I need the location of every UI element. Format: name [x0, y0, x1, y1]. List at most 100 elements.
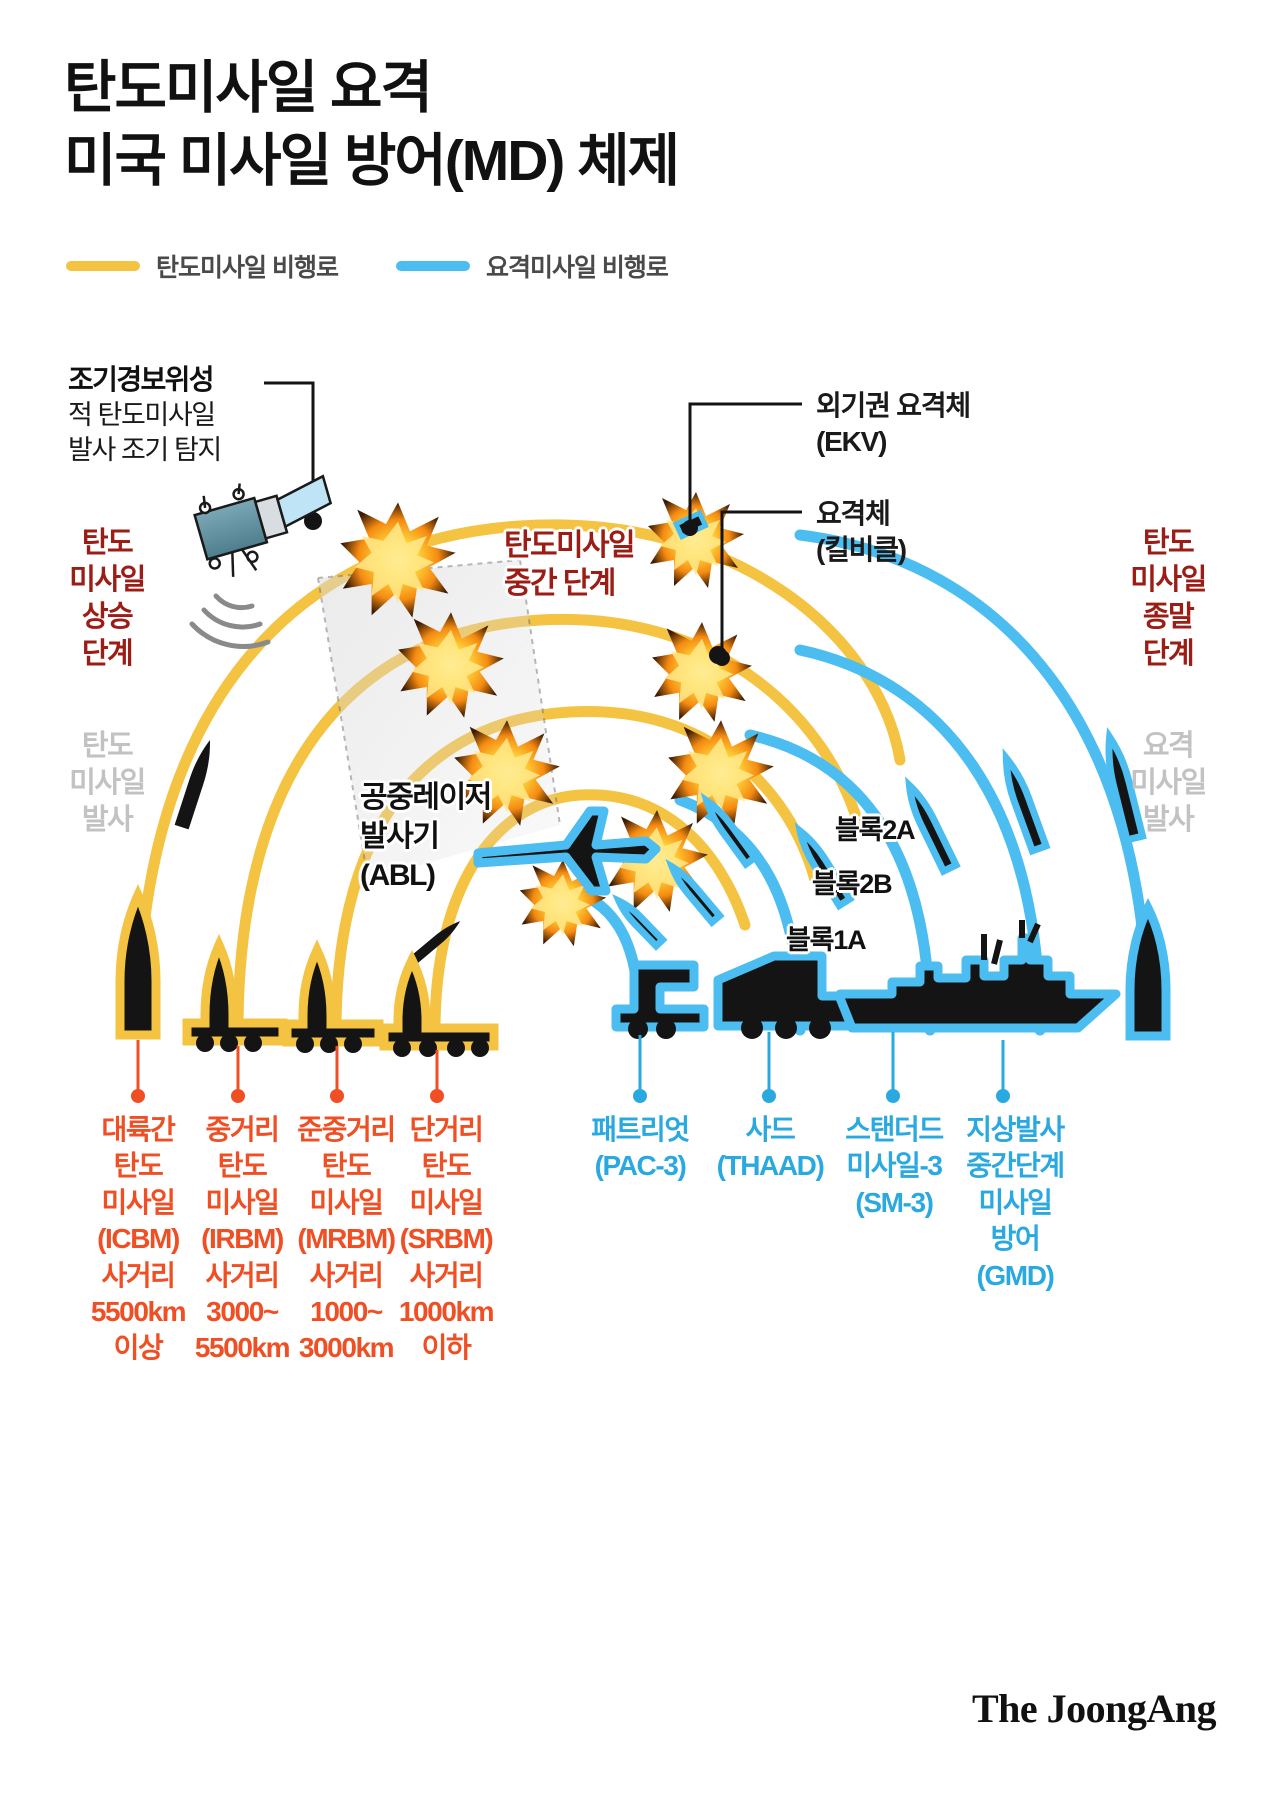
bottom-label-icbm: 대륙간 탄도 미사일 (ICBM) 사거리 5500km 이상: [62, 1112, 214, 1367]
sm3-line-3: (SM-3): [855, 1186, 934, 1218]
thaad-line-2: (THAAD): [716, 1150, 825, 1182]
irbm-line-2: 탄도: [217, 1150, 268, 1182]
intercept-launch-line-1: 요격: [1142, 730, 1195, 762]
explosion-icon: [652, 622, 752, 722]
legend-label-interceptor: 요격미사일 비행로: [485, 254, 669, 282]
callout-kill-vehicle-line-1: 요격체: [816, 498, 891, 529]
mrbm-line-7: 3000km: [298, 1332, 395, 1364]
irbm-line-1: 중거리: [205, 1114, 279, 1145]
stage-label-midcourse: 탄도미사일 중간 단계: [504, 527, 636, 603]
interceptor-leader-lines: [633, 1032, 1010, 1103]
stage-boost-line-2: 미사일: [69, 564, 146, 597]
thaad-line-1: 사드: [745, 1114, 796, 1145]
stage-label-interceptor-launch: 요격 미사일 발사: [1108, 728, 1228, 839]
bottom-label-irbm: 중거리 탄도 미사일 (IRBM) 사거리 3000~ 5500km: [166, 1112, 318, 1367]
ground-ballistic-launchers: [115, 884, 499, 1057]
icbm-line-3: 미사일: [101, 1186, 175, 1218]
legend: 탄도미사일 비행로 요격미사일 비행로: [66, 248, 669, 284]
interceptor-icon: [668, 863, 720, 922]
callout-abl-line-1: 공중레이저: [360, 781, 492, 814]
stage-label-ballistic-launch: 탄도 미사일 발사: [52, 728, 162, 839]
srbm-line-5: 사거리: [409, 1259, 483, 1291]
interceptor-icon: [703, 798, 755, 863]
explosion-icon: [648, 492, 744, 588]
bottom-label-mrbm: 준중거리 탄도 미사일 (MRBM) 사거리 1000~ 3000km: [266, 1112, 426, 1367]
stage-terminal-line-1: 탄도: [1142, 527, 1195, 559]
aegis-destroyer-icon: [835, 920, 1121, 1033]
bottom-label-sm3: 스탠더드 미사일-3 (SM-3): [804, 1112, 984, 1221]
bottom-label-thaad: 사드 (THAAD): [676, 1112, 864, 1185]
legend-item-ballistic-path: 탄도미사일 비행로: [66, 248, 339, 284]
bottom-label-srbm: 단거리 탄도 미사일 (SRBM) 사거리 1000km 이하: [370, 1112, 522, 1367]
srbm-line-2: 탄도: [421, 1150, 472, 1182]
srbm-line-7: 이하: [421, 1332, 472, 1364]
stage-terminal-line-2: 미사일: [1130, 564, 1207, 597]
explosion-icon: [519, 859, 607, 947]
icbm-line-7: 이상: [113, 1332, 164, 1364]
stage-label-terminal-phase: 탄도 미사일 종말 단계: [1108, 525, 1228, 673]
stage-boost-line-1: 탄도: [81, 527, 134, 559]
patriot-line-1: 패트리엇: [591, 1114, 690, 1145]
satellite-callout-line-2: 발사 조기 탐지: [68, 434, 222, 465]
stage-label-boost-phase: 탄도 미사일 상승 단계: [52, 525, 162, 673]
icbm-line-5: 사거리: [101, 1259, 175, 1291]
interceptor-icon: [615, 897, 663, 947]
irbm-line-6: 3000~: [206, 1295, 279, 1327]
ballistic-leader-lines: [131, 1040, 444, 1103]
defensive-assets: [611, 897, 1171, 1041]
title-line-2: 미국 미사일 방어(MD) 체제: [64, 128, 680, 193]
irbm-line-7: 5500km: [194, 1332, 291, 1364]
kill-vehicle-icon: [709, 646, 727, 664]
bottom-label-gmd: 지상발사 중간단계 미사일 방어 (GMD): [930, 1112, 1100, 1294]
bottom-label-patriot: 패트리엇 (PAC-3): [548, 1112, 732, 1185]
explosion-icon: [668, 720, 774, 826]
explosion-icon: [398, 612, 504, 718]
intercept-launch-line-2: 미사일: [1130, 767, 1207, 800]
legend-item-interceptor-path: 요격미사일 비행로: [395, 248, 669, 284]
gmd-line-1: 지상발사: [966, 1114, 1065, 1145]
satellite-leader-line: [264, 381, 322, 530]
interceptor-icon: [1000, 757, 1046, 849]
sm3-line-2: 미사일-3: [846, 1150, 943, 1182]
callout-kill-vehicle: 요격체 (킬비클): [816, 496, 907, 569]
gmd-line-5: (GMD): [976, 1259, 1055, 1291]
gmd-line-2: 중간단계: [966, 1150, 1065, 1182]
satellite-callout: 조기경보위성 적 탄도미사일 발사 조기 탐지: [68, 358, 222, 467]
title-line-1: 탄도미사일 요격: [64, 56, 433, 120]
intercept-launch-line-3: 발사: [1142, 804, 1195, 837]
irbm-line-4: (IRBM): [201, 1223, 284, 1255]
mrbm-line-5: 사거리: [309, 1259, 383, 1291]
stage-terminal-line-3: 종말: [1142, 601, 1195, 634]
srbm-launcher-icon: [379, 949, 499, 1057]
thaad-launcher-icon: [713, 951, 867, 1039]
irbm-line-5: 사거리: [205, 1259, 279, 1291]
irbm-launcher-icon: [182, 933, 288, 1052]
brand-logo: The JoongAng: [971, 1686, 1217, 1731]
srbm-line-3: 미사일: [409, 1186, 483, 1218]
gmd-line-3: 미사일: [978, 1186, 1052, 1218]
stage-boost-line-4: 단계: [81, 638, 134, 671]
missile-icon: [409, 917, 464, 965]
icbm-line-1: 대륙간: [101, 1114, 175, 1145]
midcourse-line-2: 중간 단계: [504, 566, 616, 600]
legend-swatch-ballistic: [66, 261, 140, 271]
legend-label-ballistic: 탄도미사일 비행로: [156, 254, 339, 282]
icbm-line-2: 탄도: [113, 1150, 164, 1182]
callout-abl-line-3: (ABL): [360, 859, 436, 892]
abl-aircraft-icon: [473, 806, 661, 896]
block-label-2b: 블록2B: [812, 869, 893, 899]
mrbm-line-6: 1000~: [310, 1295, 383, 1327]
launch-line-2: 미사일: [69, 767, 146, 800]
patriot-line-2: (PAC-3): [594, 1150, 687, 1182]
mrbm-launcher-icon: [282, 939, 384, 1053]
missile-icon: [174, 737, 217, 830]
callout-abl: 공중레이저 발사기 (ABL): [360, 778, 492, 895]
mrbm-line-2: 탄도: [321, 1150, 372, 1182]
callout-ekv: 외기권 요격체 (EKV): [816, 388, 971, 461]
callout-kill-vehicle-line-2: (킬비클): [816, 534, 907, 566]
icbm-line-4: (ICBM): [97, 1223, 180, 1255]
page-title: 탄도미사일 요격 미국 미사일 방어(MD) 체제: [64, 52, 964, 198]
srbm-line-4: (SRBM): [399, 1223, 494, 1255]
patriot-launcher-icon: [611, 960, 709, 1039]
callout-ekv-line-1: 외기권 요격체: [816, 390, 971, 421]
